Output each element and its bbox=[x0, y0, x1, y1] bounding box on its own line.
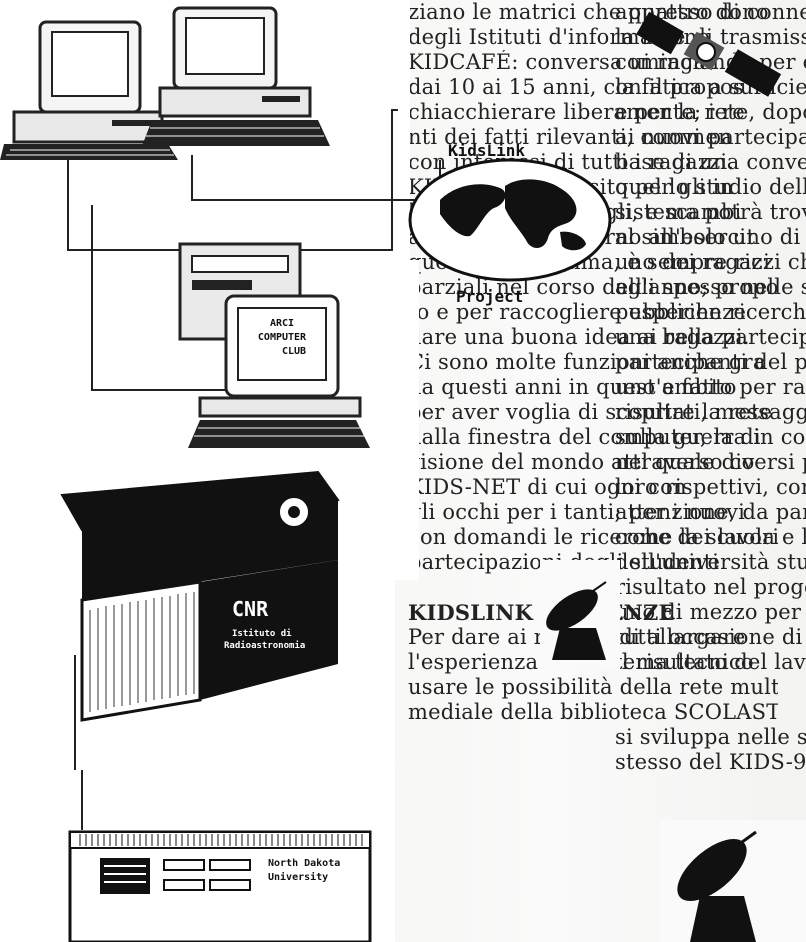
cnr-title: CNR bbox=[232, 597, 269, 621]
arci-label-1: ARCI bbox=[270, 318, 294, 329]
cnr-subtitle-2: Radioastronomia bbox=[224, 640, 305, 651]
arci-label-2: COMPUTER bbox=[258, 332, 307, 343]
arci-label-3: CLUB bbox=[282, 346, 306, 357]
ndsu-label-1: North Dakota bbox=[268, 858, 340, 869]
satellite-dish-icon-bottom bbox=[660, 820, 806, 942]
kidslink-project-label: Project bbox=[456, 287, 523, 306]
satellite-dish-icon-middle bbox=[539, 560, 620, 670]
ndsu-label-2: University bbox=[268, 871, 328, 883]
ndsu-mainframe-icon: North Dakota University bbox=[70, 832, 370, 942]
kidslink-title: KidsLink bbox=[448, 141, 525, 160]
cnr-subtitle-1: Istituto di bbox=[232, 628, 292, 639]
satellite-icon bbox=[636, 12, 781, 97]
